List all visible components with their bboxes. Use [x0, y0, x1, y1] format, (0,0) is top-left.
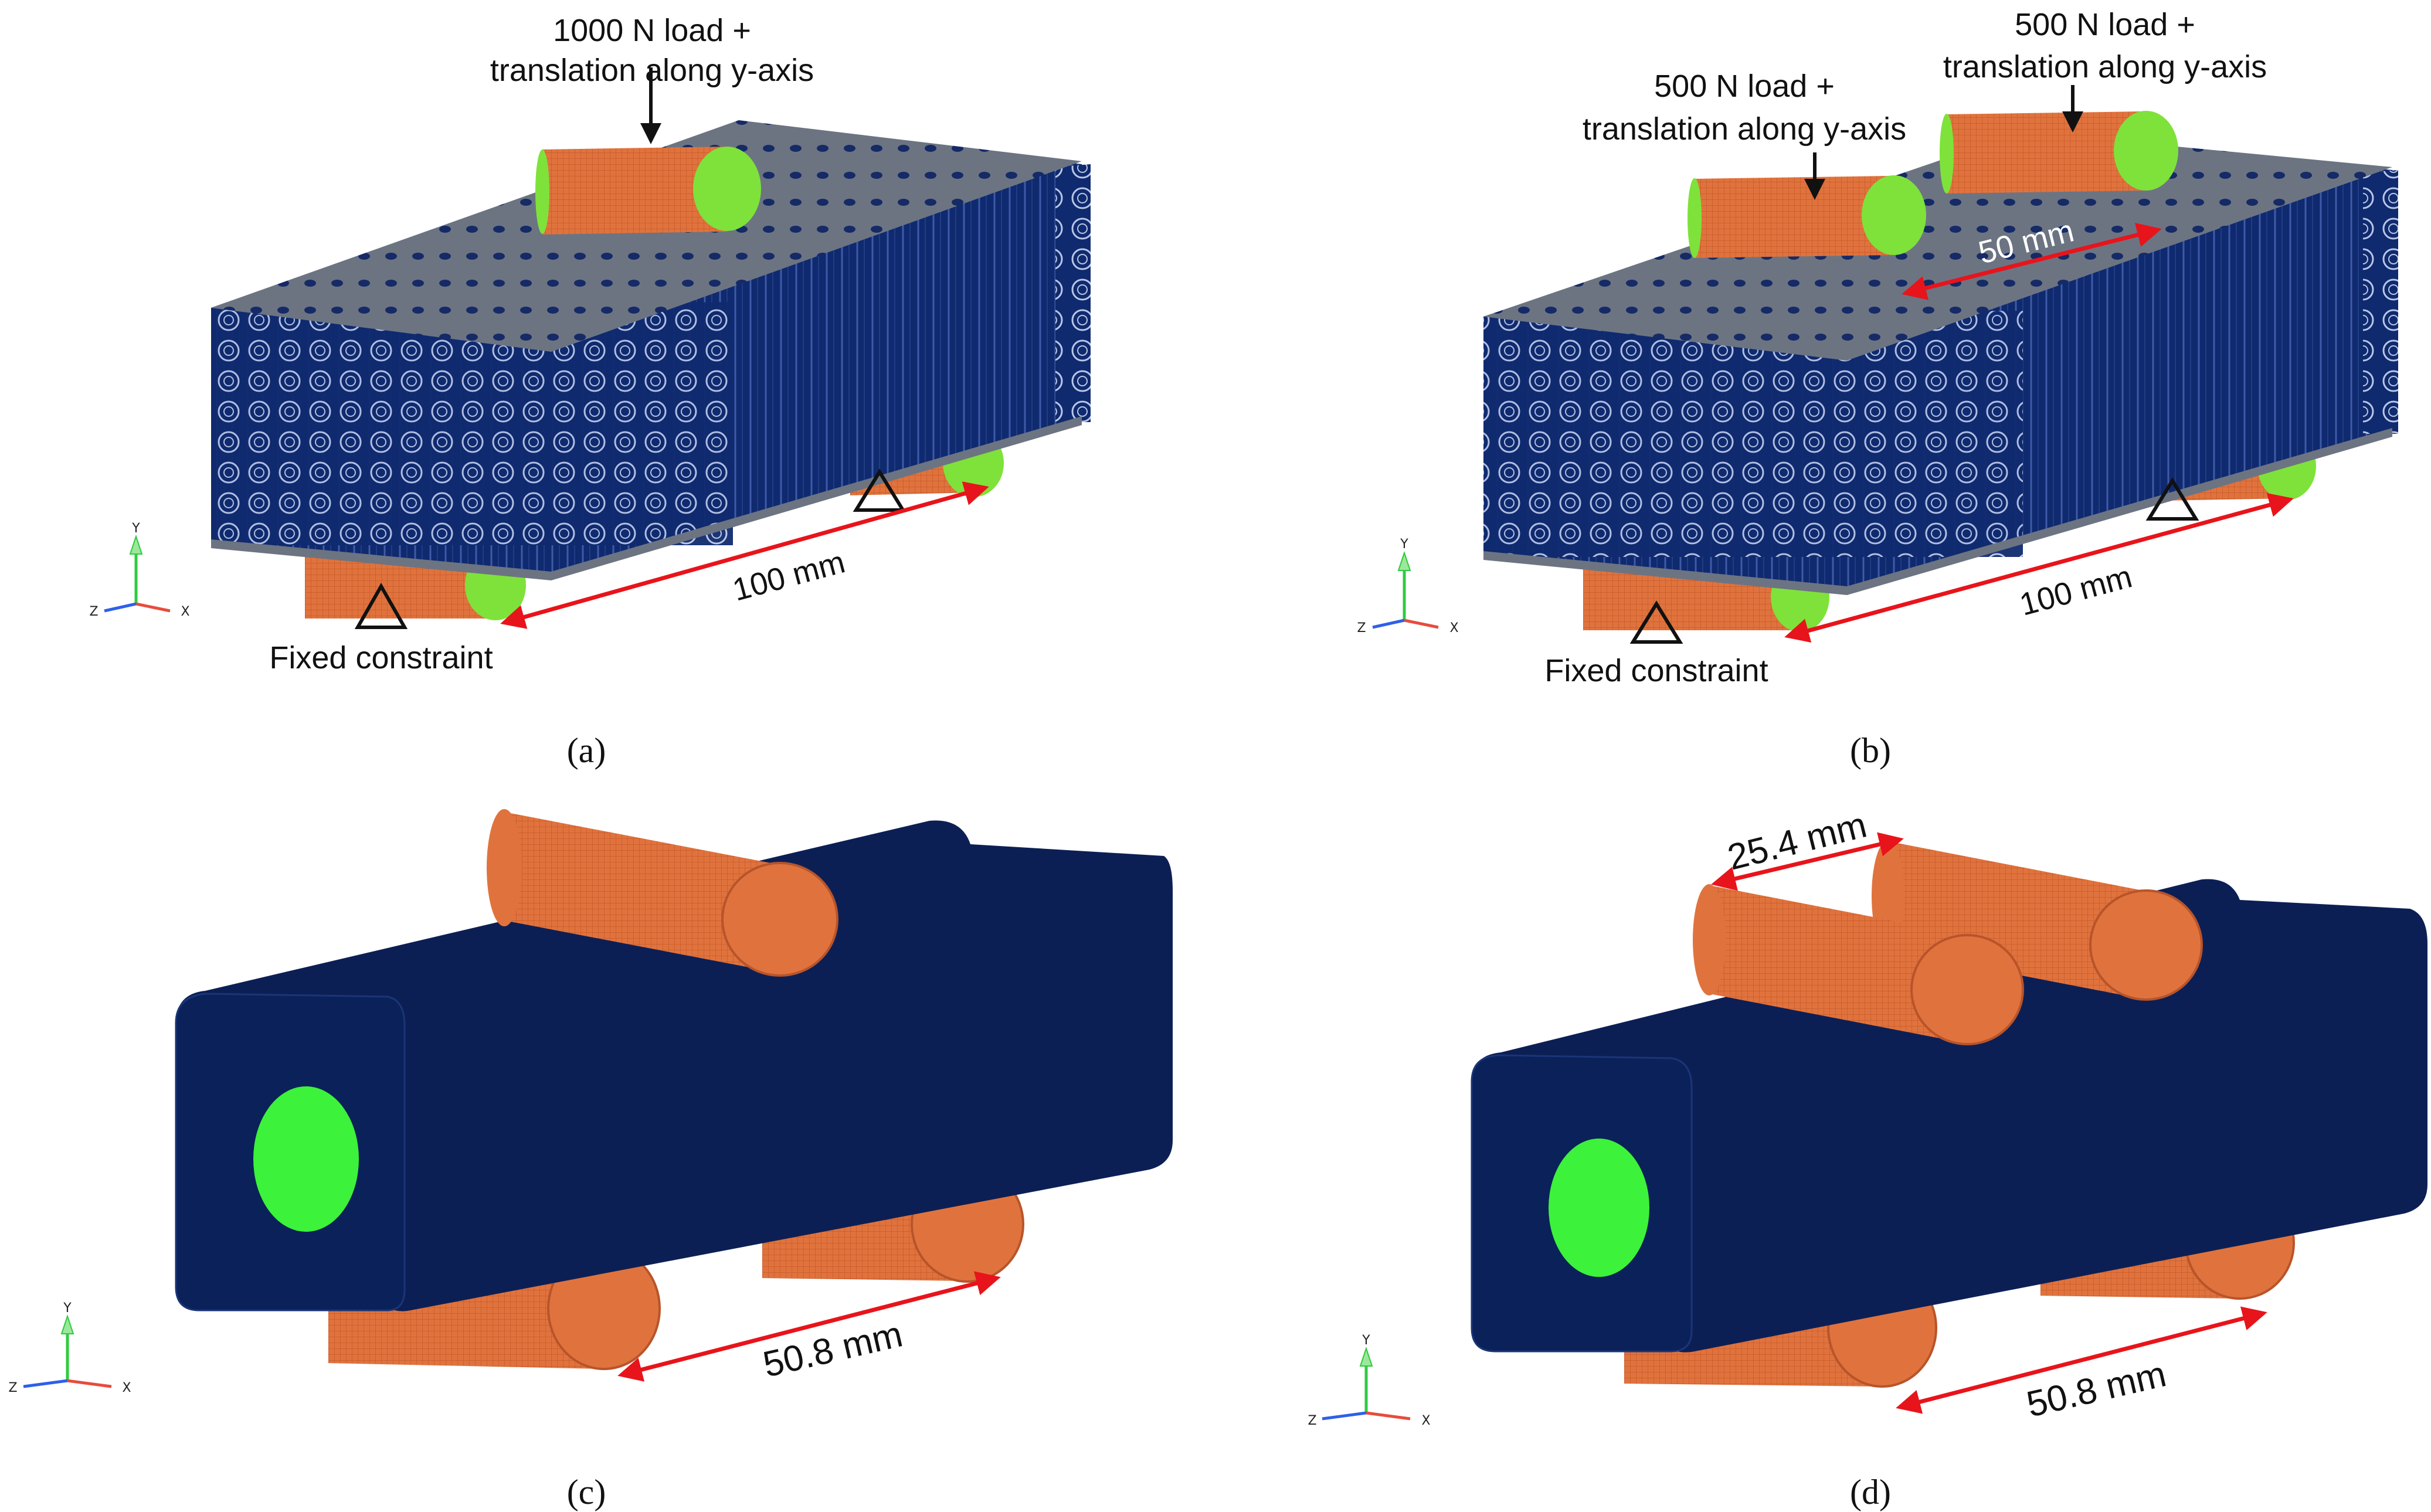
- svg-text:Y: Y: [63, 1301, 72, 1316]
- load-roller-left: [1688, 175, 1926, 258]
- svg-text:Z: Z: [1308, 1414, 1316, 1428]
- axis-triad: Y X Z: [1357, 537, 1458, 636]
- solid-beam: [175, 820, 1173, 1311]
- caption-d: (d): [1850, 1473, 1891, 1511]
- span-label: 50.8 mm: [759, 1314, 906, 1385]
- axis-triad: Y X Z: [8, 1301, 131, 1395]
- svg-text:Z: Z: [1357, 621, 1366, 636]
- support-label: Fixed constraint: [1544, 653, 1768, 688]
- load-label-line1: 1000 N load +: [553, 13, 751, 48]
- span-dimension-arrow: [1896, 1306, 2267, 1414]
- caption-a: (a): [567, 731, 606, 770]
- load-label-line2: translation along y-axis: [490, 53, 814, 88]
- load-right-line2: translation along y-axis: [1943, 49, 2267, 84]
- load-right-line1: 500 N load +: [2015, 7, 2195, 42]
- span-dimension-arrow: [500, 481, 989, 629]
- svg-text:Y: Y: [1362, 1333, 1370, 1348]
- svg-text:X: X: [1449, 621, 1458, 636]
- panel-d: 25.4 mm 50.8 mm Y X Z (d): [1308, 804, 2427, 1511]
- span-dimension-arrow: [617, 1271, 1001, 1382]
- svg-text:Y: Y: [1400, 537, 1408, 552]
- panel-b: 500 N load + translation along y-axis 50…: [1357, 7, 2398, 770]
- green-hole: [1549, 1139, 1649, 1277]
- axis-triad: Y X Z: [1308, 1333, 1430, 1428]
- load-roller: [535, 147, 761, 235]
- panel-a: 1000 N load + translation along y-axis 1…: [89, 13, 1091, 770]
- svg-text:X: X: [181, 604, 189, 619]
- span-dimension-arrow: [1784, 492, 2294, 643]
- svg-text:Z: Z: [8, 1381, 17, 1395]
- load-roller-right: [1940, 111, 2178, 193]
- load-roller: [487, 809, 838, 977]
- load-roller-left: [1693, 884, 2024, 1045]
- svg-text:Z: Z: [89, 604, 98, 619]
- load-left-line2: translation along y-axis: [1583, 111, 1906, 147]
- lattice-beam: [1483, 132, 2398, 595]
- caption-b: (b): [1850, 731, 1891, 770]
- load-spacing-arrow: [1711, 832, 1904, 891]
- load-left-line1: 500 N load +: [1654, 69, 1835, 104]
- solid-beam: [1471, 879, 2427, 1353]
- support-triangle-left: [1629, 600, 1683, 644]
- svg-text:X: X: [122, 1381, 131, 1395]
- panel-c: 50.8 mm Y X Z (c): [8, 809, 1173, 1511]
- caption-c: (c): [567, 1473, 606, 1511]
- axis-triad: Y X Z: [89, 521, 189, 619]
- support-label: Fixed constraint: [269, 640, 493, 675]
- support-triangle-left: [354, 582, 408, 629]
- svg-text:X: X: [1421, 1414, 1430, 1428]
- load-spacing-arrow: [1902, 223, 2162, 300]
- green-hole: [253, 1086, 359, 1232]
- span-label: 50.8 mm: [2023, 1354, 2170, 1425]
- svg-text:Y: Y: [131, 521, 140, 536]
- load-spacing-label: 25.4 mm: [1724, 804, 1871, 878]
